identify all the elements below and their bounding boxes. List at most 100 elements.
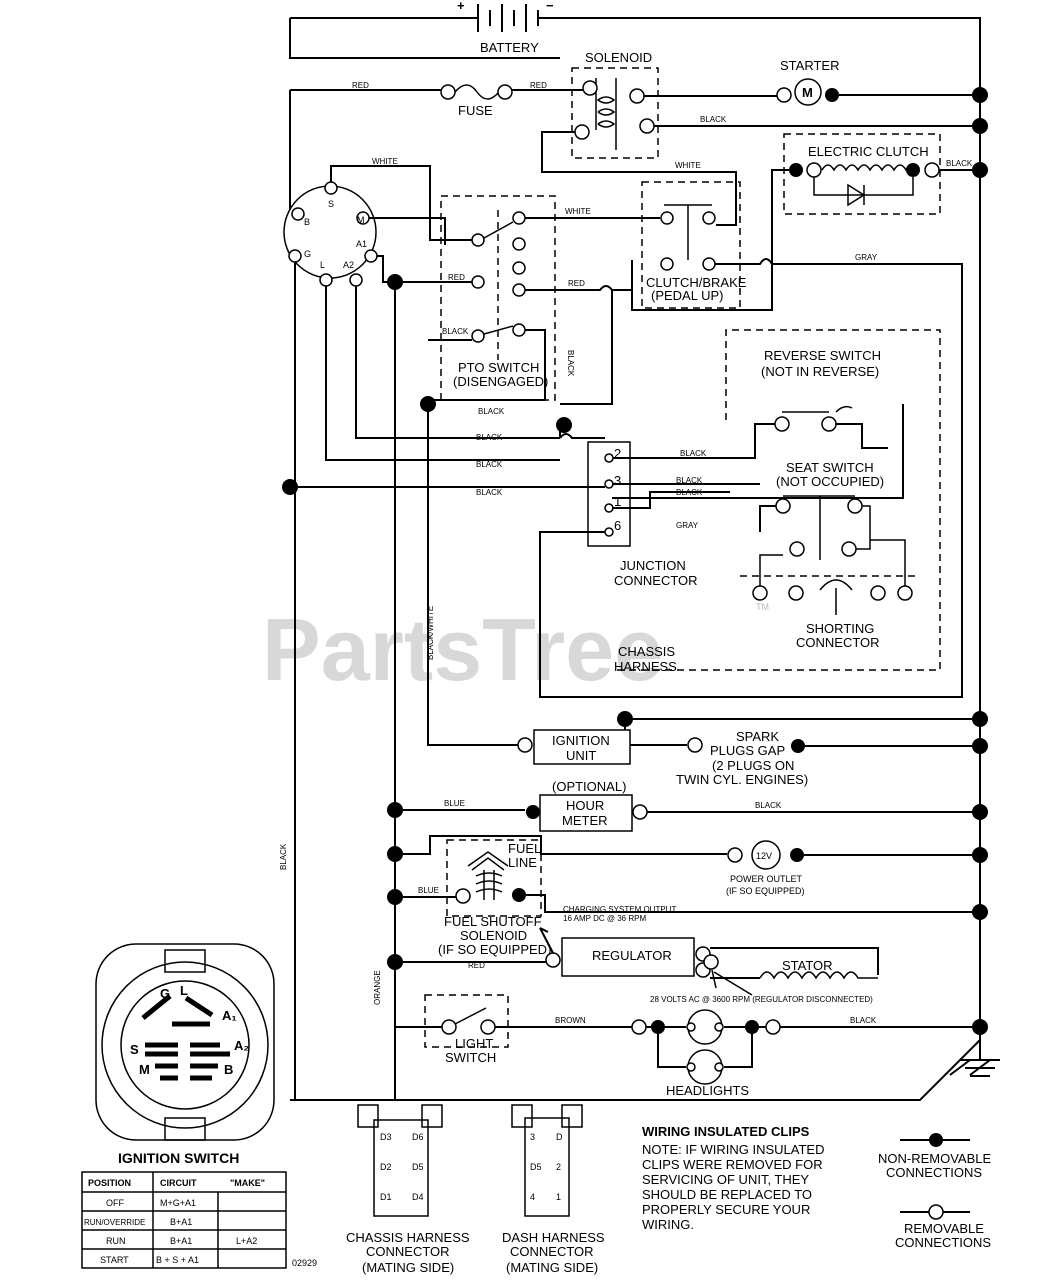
svg-text:28 VOLTS AC @ 3600 RPM (REGULA: 28 VOLTS AC @ 3600 RPM (REGULATOR DISCON… — [650, 995, 873, 1004]
svg-text:BLACK: BLACK — [850, 1016, 877, 1025]
svg-text:ORANGE: ORANGE — [373, 970, 382, 1005]
svg-text:CHARGING SYSTEM OUTPUT: CHARGING SYSTEM OUTPUT — [563, 905, 676, 914]
svg-text:4: 4 — [530, 1192, 535, 1202]
fuel-solenoid: FUEL LINE FUEL SHUTOFF SOLENOID (IF SO E… — [438, 839, 551, 957]
svg-text:(MATING SIDE): (MATING SIDE) — [362, 1260, 454, 1275]
svg-text:HOUR: HOUR — [566, 798, 604, 813]
svg-text:START: START — [100, 1255, 129, 1265]
svg-text:SPARK: SPARK — [736, 729, 779, 744]
shorting-connector: SHORTING CONNECTOR — [752, 539, 913, 650]
electric-clutch: ELECTRIC CLUTCH BLACK — [631, 133, 988, 311]
svg-text:CONNECTOR: CONNECTOR — [614, 573, 698, 588]
svg-text:CLIPS WERE REMOVED FOR: CLIPS WERE REMOVED FOR — [642, 1157, 823, 1172]
svg-text:02929: 02929 — [292, 1258, 317, 1268]
svg-text:PLUGS GAP: PLUGS GAP — [710, 743, 785, 758]
svg-text:IGNITION: IGNITION — [552, 733, 610, 748]
svg-text:CHASSIS HARNESS: CHASSIS HARNESS — [346, 1230, 470, 1245]
svg-text:B: B — [224, 1062, 233, 1077]
starter: STARTER M — [644, 58, 988, 106]
ignition-position-table: POSITION CIRCUIT "MAKE" OFF M+G+A1 RUN/O… — [81, 1171, 317, 1269]
fuse: FUSE RED RED — [289, 81, 583, 210]
pto-switch: PTO SWITCH (DISENGAGED) RED BLACK — [440, 195, 556, 401]
svg-text:A₂: A₂ — [234, 1038, 249, 1053]
svg-text:M: M — [802, 85, 813, 100]
svg-text:LINE: LINE — [508, 855, 537, 870]
svg-text:+: + — [457, 0, 465, 13]
svg-text:B+A1: B+A1 — [170, 1217, 192, 1227]
svg-text:METER: METER — [562, 813, 608, 828]
svg-text:A1: A1 — [356, 239, 367, 249]
svg-text:(2 PLUGS ON: (2 PLUGS ON — [712, 758, 794, 773]
connection-legend: NON-REMOVABLE CONNECTIONS REMOVABLE CONN… — [878, 1133, 991, 1250]
svg-text:A₁: A₁ — [222, 1008, 237, 1023]
svg-text:BLACK: BLACK — [476, 488, 503, 497]
svg-text:SOLENOID: SOLENOID — [585, 50, 652, 65]
svg-text:PTO SWITCH: PTO SWITCH — [458, 360, 539, 375]
svg-text:FUEL SHUTOFF: FUEL SHUTOFF — [444, 914, 542, 929]
svg-text:NOTE: IF WIRING INSULATED: NOTE: IF WIRING INSULATED — [642, 1142, 825, 1157]
headlights: BLACK HEADLIGHTS — [631, 1009, 988, 1098]
svg-text:WIRING INSULATED CLIPS: WIRING INSULATED CLIPS — [642, 1124, 810, 1139]
svg-text:1: 1 — [614, 494, 621, 509]
svg-text:S: S — [130, 1042, 139, 1057]
ignition-switch-schematic: S M B A1 G L A2 — [283, 181, 378, 287]
svg-text:12V: 12V — [756, 851, 772, 861]
svg-text:DASH HARNESS: DASH HARNESS — [502, 1230, 605, 1245]
svg-text:M: M — [357, 215, 365, 225]
regulator: REGULATOR RED STATOR 28 VOLTS AC @ 3600 … — [387, 927, 879, 1004]
chassis-harness-connector: D3 D6 D2 D5 D1 D4 CHASSIS HARNESS CONNEC… — [346, 1104, 470, 1275]
svg-text:BLACK/WHITE: BLACK/WHITE — [426, 606, 435, 660]
svg-text:BLUE: BLUE — [418, 886, 439, 895]
svg-text:REMOVABLE: REMOVABLE — [904, 1221, 984, 1236]
svg-text:G: G — [304, 249, 311, 259]
svg-text:UNIT: UNIT — [566, 748, 596, 763]
svg-text:HEADLIGHTS: HEADLIGHTS — [666, 1083, 749, 1098]
svg-text:D: D — [556, 1132, 563, 1142]
svg-text:GRAY: GRAY — [676, 521, 699, 530]
svg-text:CONNECTIONS: CONNECTIONS — [895, 1235, 991, 1250]
svg-text:SOLENOID: SOLENOID — [460, 928, 527, 943]
svg-text:RUN/OVERRIDE: RUN/OVERRIDE — [84, 1218, 145, 1227]
svg-text:RED: RED — [352, 81, 369, 90]
watermark: PartsTree — [262, 600, 663, 699]
svg-text:FUEL: FUEL — [508, 841, 541, 856]
svg-text:RED: RED — [468, 961, 485, 970]
svg-text:D5: D5 — [412, 1162, 424, 1172]
svg-text:LIGHT: LIGHT — [455, 1036, 493, 1051]
svg-text:CONNECTOR: CONNECTOR — [510, 1244, 594, 1259]
svg-text:REGULATOR: REGULATOR — [592, 948, 672, 963]
svg-text:D3: D3 — [380, 1132, 392, 1142]
svg-text:POSITION: POSITION — [88, 1178, 131, 1188]
svg-text:BLACK: BLACK — [476, 433, 503, 442]
svg-text:(NOT IN REVERSE): (NOT IN REVERSE) — [761, 364, 879, 379]
svg-text:BLACK: BLACK — [478, 407, 505, 416]
svg-text:D1: D1 — [380, 1192, 392, 1202]
svg-text:(IF SO EQUIPPED): (IF SO EQUIPPED) — [726, 886, 805, 896]
watermark-tm: TM — [756, 602, 769, 612]
svg-text:RED: RED — [530, 81, 547, 90]
svg-text:WHITE: WHITE — [675, 161, 701, 170]
svg-text:(NOT OCCUPIED): (NOT OCCUPIED) — [776, 474, 884, 489]
svg-text:S: S — [328, 199, 334, 209]
svg-text:IGNITION SWITCH: IGNITION SWITCH — [118, 1150, 239, 1166]
svg-text:CIRCUIT: CIRCUIT — [160, 1178, 197, 1188]
svg-text:FUSE: FUSE — [458, 103, 493, 118]
svg-text:SEAT SWITCH: SEAT SWITCH — [786, 460, 874, 475]
svg-text:WHITE: WHITE — [565, 207, 591, 216]
svg-text:JUNCTION: JUNCTION — [620, 558, 686, 573]
svg-text:BLACK: BLACK — [676, 488, 703, 497]
svg-text:CONNECTOR: CONNECTOR — [366, 1244, 450, 1259]
svg-text:(OPTIONAL): (OPTIONAL) — [552, 779, 626, 794]
svg-text:16 AMP DC @ 36 RPM: 16 AMP DC @ 36 RPM — [563, 914, 646, 923]
svg-text:BLACK: BLACK — [700, 115, 727, 124]
svg-text:M: M — [139, 1062, 150, 1077]
svg-text:BLUE: BLUE — [444, 799, 465, 808]
svg-text:L: L — [180, 983, 188, 998]
reverse-seat-switches: REVERSE SWITCH (NOT IN REVERSE) SEAT SWI… — [612, 329, 941, 671]
svg-text:SWITCH: SWITCH — [445, 1050, 496, 1065]
svg-text:RED: RED — [568, 279, 585, 288]
svg-text:M+G+A1: M+G+A1 — [160, 1198, 196, 1208]
svg-text:(DISENGAGED): (DISENGAGED) — [453, 374, 548, 389]
svg-text:SERVICING OF UNIT, THEY: SERVICING OF UNIT, THEY — [642, 1172, 809, 1187]
